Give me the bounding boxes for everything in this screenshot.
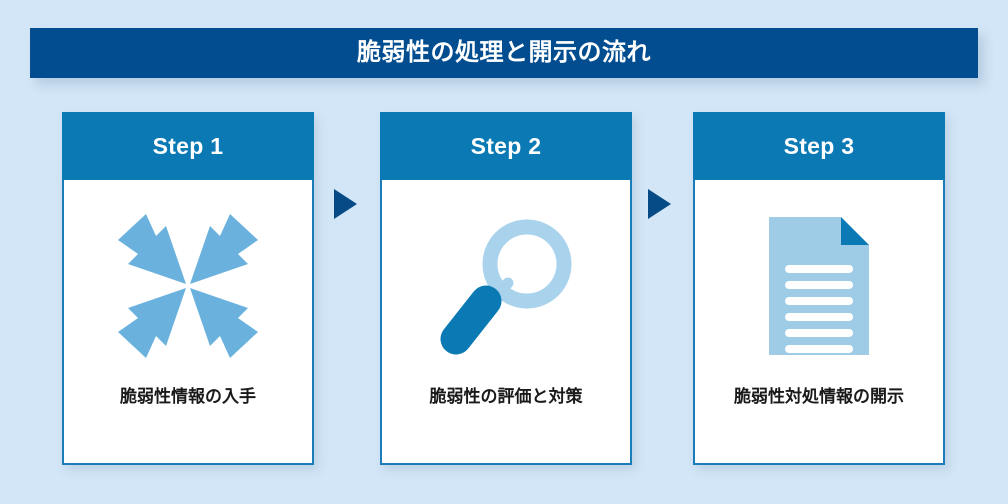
step-card-3[interactable]: Step 3 (693, 112, 945, 465)
step-card-row: Step 1 (0, 112, 1008, 467)
arrow-step2-to-step3-icon (648, 189, 671, 219)
step-card-3-icon-area (695, 186, 943, 387)
step-card-3-caption: 脆弱性対処情報の開示 (734, 386, 904, 406)
arrow-step1-to-step2-icon (334, 189, 357, 219)
step-card-2-header: Step 2 (380, 112, 632, 180)
step-card-2-body: 脆弱性の評価と対策 (382, 180, 630, 463)
step-card-1-header: Step 1 (62, 112, 314, 180)
step-card-1-icon-area (64, 186, 312, 387)
step-card-1-caption: 脆弱性情報の入手 (120, 386, 256, 406)
title-banner: 脆弱性の処理と開示の流れ (30, 28, 978, 78)
step-card-2-caption: 脆弱性の評価と対策 (429, 386, 583, 406)
page-title: 脆弱性の処理と開示の流れ (357, 39, 651, 66)
step-card-1-header-label: Step 1 (152, 132, 224, 159)
step-card-3-header-label: Step 3 (783, 132, 855, 159)
document-icon (769, 217, 869, 356)
step-card-3-body: 脆弱性対処情報の開示 (695, 180, 943, 463)
step-card-2-header-label: Step 2 (470, 132, 542, 159)
magnifying-glass-icon (440, 219, 572, 355)
step-card-1-body: 脆弱性情報の入手 (64, 180, 312, 463)
step-card-3-header: Step 3 (693, 112, 945, 180)
step-card-2-icon-area (382, 186, 630, 387)
converging-arrows-icon (118, 214, 258, 359)
step-card-2[interactable]: Step 2 脆弱性の評価と対策 (380, 112, 632, 465)
step-card-1[interactable]: Step 1 (62, 112, 314, 465)
